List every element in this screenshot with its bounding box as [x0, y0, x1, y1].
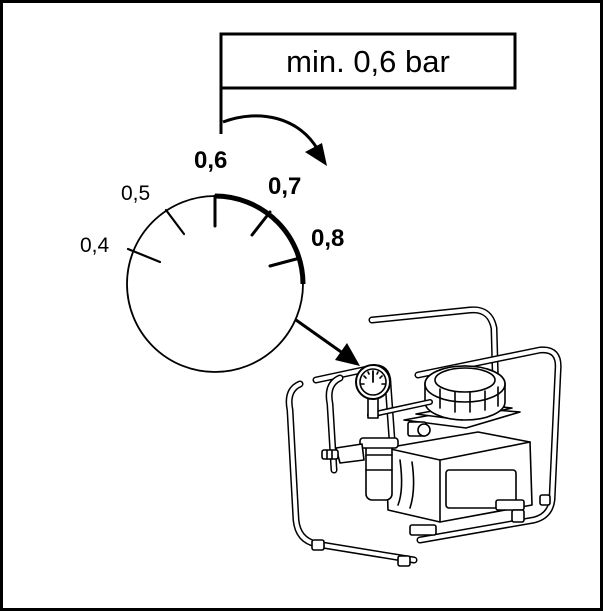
- curved-arrow-icon: [222, 114, 327, 166]
- gauge-dial: 0,4 0,5 0,6 0,7 0,8: [80, 147, 344, 373]
- tick-0-7: [250, 210, 272, 237]
- tick-0-8: [268, 256, 302, 268]
- compressor-unit-icon: [285, 306, 562, 567]
- tick-label-0-4: 0,4: [80, 234, 110, 257]
- tick-0-5: [164, 208, 186, 236]
- tick-0-4: [126, 247, 162, 264]
- pressure-gauge-icon: [355, 364, 391, 419]
- tick-label-0-8: 0,8: [311, 225, 344, 252]
- tick-label-0-5: 0,5: [121, 182, 150, 205]
- tick-label-0-6: 0,6: [194, 147, 227, 174]
- min-pressure-callout: min. 0,6 bar: [219, 32, 517, 134]
- callout-label: min. 0,6 bar: [286, 44, 450, 79]
- dial-range-arc: [214, 193, 306, 285]
- tick-label-0-7: 0,7: [268, 173, 301, 200]
- straight-arrow-icon: [295, 318, 360, 366]
